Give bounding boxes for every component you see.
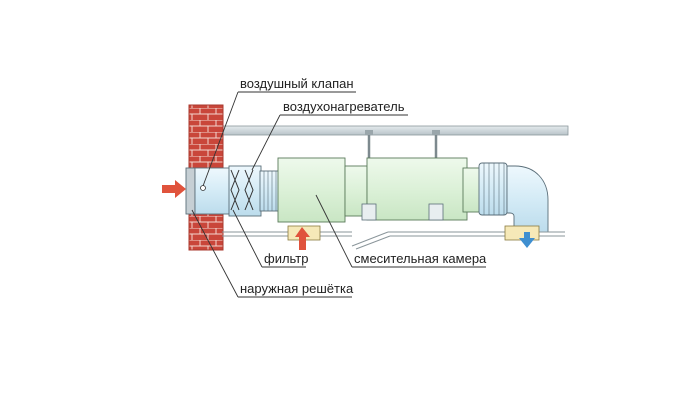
label-air-heater: воздухонагреватель [283,99,405,114]
lower-duct-right [351,225,565,250]
outdoor-grille [185,167,196,215]
air-valve-pivot [200,185,206,191]
outlet-connector [462,167,482,213]
air-valve-duct [194,167,232,215]
arrow-down-icon [519,232,535,248]
filter [228,165,262,217]
label-outdoor-grille: наружная решётка [240,281,354,296]
hanger-bracket-left [361,203,377,221]
leader-lines [191,91,486,298]
label-air-valve: воздушный клапан [240,76,354,91]
air-heater [277,157,346,223]
mixing-chamber [366,157,468,221]
label-filter: фильтр [264,251,308,266]
arrow-right-icon [162,180,186,198]
label-mixing-chamber: смесительная камера [354,251,487,266]
elbow-duct [506,165,549,233]
arrow-up-icon [295,227,310,250]
flex-connector-inlet [259,170,281,212]
hanger-bracket-right [428,203,444,221]
flex-connector-outlet [478,162,508,216]
